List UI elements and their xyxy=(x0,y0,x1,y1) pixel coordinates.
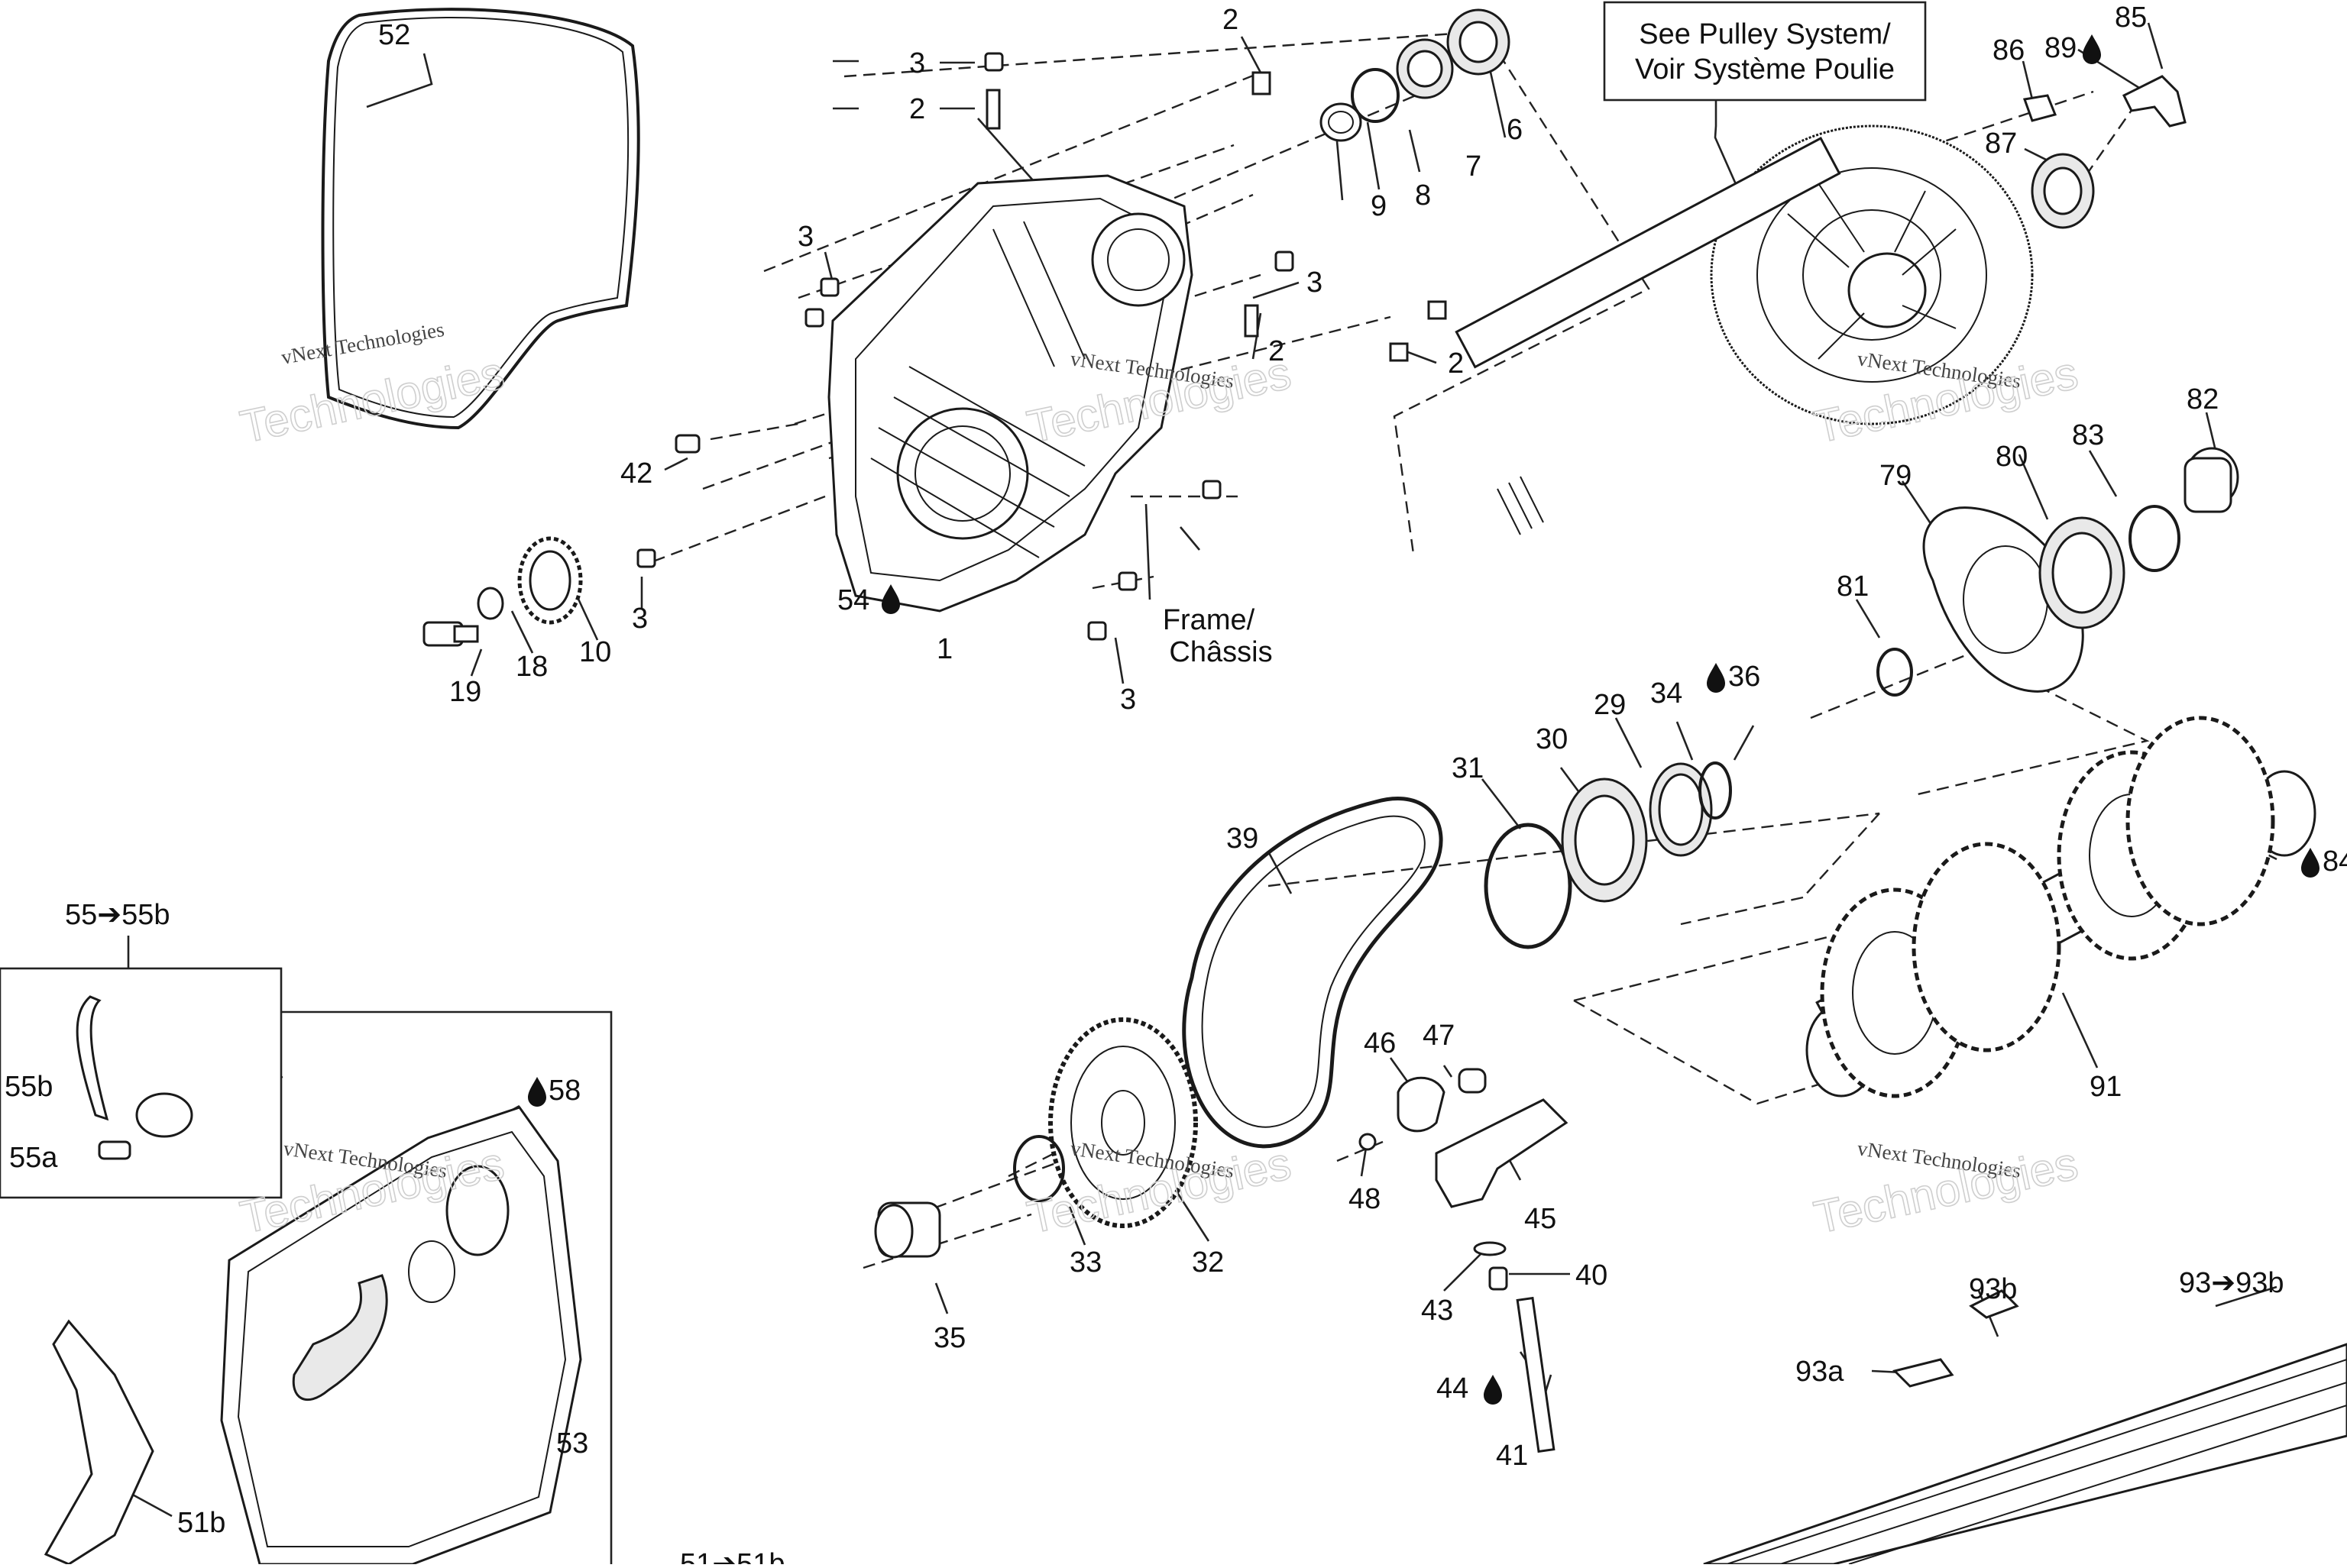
callout-labels: 52 3 2 2 6 7 8 9 3 3 2 2 42 54 1 3 3 19 … xyxy=(5,2,2347,1568)
callout-81: 81 xyxy=(1837,571,1869,603)
callout-7: 7 xyxy=(1465,150,1481,183)
bearings-upper xyxy=(1319,8,1510,142)
callout-3: 3 xyxy=(632,603,648,635)
track-93 xyxy=(1703,1289,2347,1566)
callout-41: 41 xyxy=(1496,1440,1528,1472)
callout-2: 2 xyxy=(1448,348,1464,380)
callout-82: 82 xyxy=(2187,383,2219,415)
oil-drop-icon xyxy=(2083,34,2101,64)
callout-86: 86 xyxy=(1993,34,2025,66)
callout-55b: 55b xyxy=(5,1071,53,1103)
callout-93b: 93b xyxy=(1969,1273,2017,1305)
watermark-outline: Technologies xyxy=(236,347,509,452)
callout-1: 1 xyxy=(937,633,953,665)
breather-55-inset xyxy=(0,967,283,1199)
callout-39: 39 xyxy=(1226,823,1258,855)
callout-54: 54 xyxy=(837,584,869,616)
callout-33: 33 xyxy=(1070,1246,1102,1279)
callout-36: 36 xyxy=(1728,661,1760,693)
callout-45: 45 xyxy=(1524,1203,1556,1235)
callout-32: 32 xyxy=(1192,1246,1224,1279)
gasket-52 xyxy=(321,8,640,430)
oil-drop-icon xyxy=(1707,663,1725,693)
bearing-30-group xyxy=(1484,761,1732,949)
callout-42: 42 xyxy=(620,457,652,490)
callout-6: 6 xyxy=(1507,114,1523,146)
watermark-text: vNext Technologies xyxy=(280,318,446,369)
oil-drop-icon xyxy=(528,1077,546,1107)
callout-87: 87 xyxy=(1985,128,2017,160)
callout-79: 79 xyxy=(1879,460,1912,492)
fasteners xyxy=(636,52,1447,641)
sprocket-79-group xyxy=(1876,447,2239,697)
callout-93a: 93a xyxy=(1795,1356,1844,1388)
callout-40: 40 xyxy=(1575,1259,1607,1292)
callout-55-group: 55➔55b xyxy=(65,899,170,931)
callout-2: 2 xyxy=(1268,335,1284,367)
callout-2: 2 xyxy=(1222,4,1238,36)
callout-3: 3 xyxy=(1120,684,1136,716)
callout-35: 35 xyxy=(934,1322,966,1354)
callout-91: 91 xyxy=(2090,1071,2122,1103)
drive-axle-91 xyxy=(1805,716,2316,1098)
bearing-87-group xyxy=(2022,75,2187,229)
chaincase-cover-51 xyxy=(44,1010,613,1566)
oil-drop-icons xyxy=(528,34,2319,1405)
frame-label-line2: Châssis xyxy=(1169,636,1272,668)
callout-89: 89 xyxy=(2044,32,2077,64)
callout-3: 3 xyxy=(798,221,814,253)
callout-58: 58 xyxy=(549,1075,581,1107)
callout-51b: 51b xyxy=(177,1507,225,1539)
callout-3: 3 xyxy=(909,47,925,79)
callout-52: 52 xyxy=(378,19,410,51)
callout-2: 2 xyxy=(909,93,925,125)
chain-39 xyxy=(1182,797,1443,1149)
sprocket-32-group xyxy=(874,1017,1198,1259)
callout-9: 9 xyxy=(1371,190,1387,222)
callout-18: 18 xyxy=(516,651,548,683)
callout-30: 30 xyxy=(1536,723,1568,755)
chaincase-housing-1 xyxy=(827,174,1193,613)
callout-93-group: 93➔93b xyxy=(2179,1267,2284,1299)
callout-8: 8 xyxy=(1415,179,1431,212)
pulley-system xyxy=(1455,124,2034,535)
oil-drop-icon xyxy=(1484,1375,1502,1405)
oil-drop-icon xyxy=(882,584,900,614)
callout-46: 46 xyxy=(1364,1027,1396,1059)
callout-51-group: 51➔51b xyxy=(680,1548,785,1564)
callout-34: 34 xyxy=(1650,677,1682,710)
pulley-note-line1: See Pulley System/ xyxy=(1639,18,1891,50)
callout-83: 83 xyxy=(2072,419,2104,451)
callout-31: 31 xyxy=(1452,752,1484,784)
callout-29: 29 xyxy=(1594,689,1626,721)
callout-84: 84 xyxy=(2323,845,2347,878)
callout-43: 43 xyxy=(1421,1295,1453,1327)
callout-19: 19 xyxy=(449,676,481,708)
callout-10: 10 xyxy=(579,636,611,668)
callout-55a: 55a xyxy=(9,1142,58,1174)
oil-drop-icon xyxy=(2301,848,2319,878)
callout-80: 80 xyxy=(1996,441,2028,473)
pulley-note-box: See Pulley System/ Voir Système Poulie xyxy=(1603,1,1927,102)
callout-44: 44 xyxy=(1436,1372,1468,1405)
callout-47: 47 xyxy=(1423,1020,1455,1052)
callout-85: 85 xyxy=(2115,2,2147,34)
pulley-note-line2: Voir Système Poulie xyxy=(1635,53,1895,86)
frame-label-line1: Frame/ xyxy=(1163,604,1255,636)
tensioner-parts xyxy=(1358,1068,1568,1453)
callout-3: 3 xyxy=(1306,267,1322,299)
gear-10-stack xyxy=(422,536,583,647)
callout-48: 48 xyxy=(1348,1183,1381,1215)
callout-53: 53 xyxy=(556,1427,588,1460)
